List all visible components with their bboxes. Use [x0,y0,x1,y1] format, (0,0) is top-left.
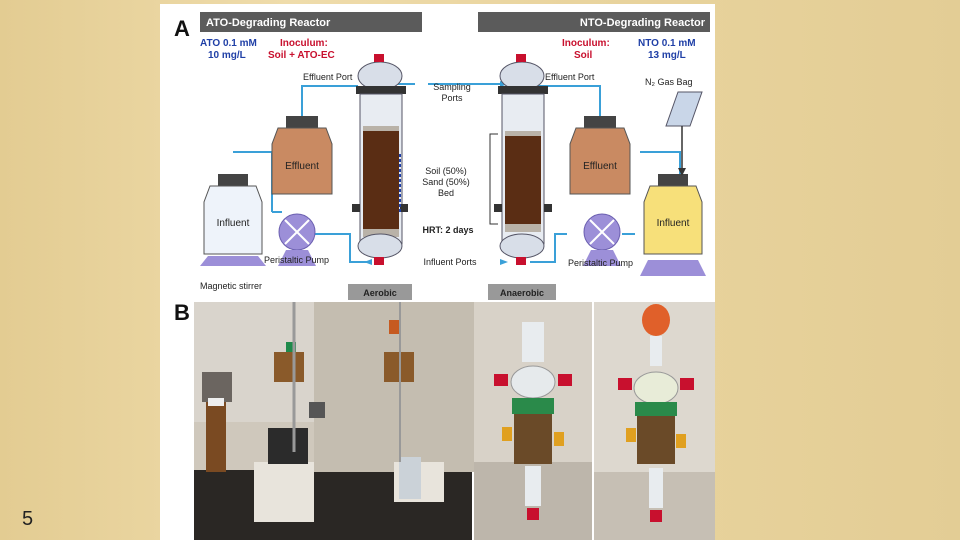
right-peristaltic-pump [583,213,621,266]
nto-conc-2: 13 mg/L [648,50,686,61]
right-influent-bottle [640,174,706,276]
right-influent-label: Influent [657,218,690,229]
right-effluent-bottle [569,116,631,195]
gas-bag-icon [665,91,703,127]
aerobic-bar [348,284,412,300]
left-effluent-label: Effluent [285,161,319,172]
anaerobic-bar [488,284,556,300]
aerobic-reactor-photo [474,302,592,540]
figure: ATO-Degrading Reactor NTO-Degrading Reac… [160,4,715,540]
sampling-ports-label-1: Sampling [433,82,471,92]
aerobic-label: Aerobic [363,288,397,298]
nto-conc-1: NTO 0.1 mM [638,38,696,49]
slide-number: 5 [22,508,34,530]
left-influent-label: Influent [217,218,250,229]
lab-setup-photo [194,302,474,540]
influent-ports-label: Influent Ports [423,257,477,267]
anaerobic-reactor-photo [594,302,715,540]
right-inoculum-2: Soil [574,50,593,61]
panel-a-letter: A [174,16,190,41]
panel-b-photos [194,302,715,540]
bed-label-2: Sand (50%) [422,177,470,187]
ato-conc-2: 10 mg/L [208,50,246,61]
anaerobic-label: Anaerobic [500,288,544,298]
gas-bag-label: N₂ Gas Bag [645,77,693,87]
left-header-bar [200,12,422,32]
ato-conc-1: ATO 0.1 mM [200,38,257,49]
right-inoculum-1: Inoculum: [562,38,610,49]
left-inoculum-1: Inoculum: [280,38,328,49]
bed-label-3: Bed [438,188,454,198]
bed-label-1: Soil (50%) [425,166,467,176]
left-influent-bottle [200,174,266,266]
panel-b-letter: B [174,300,190,325]
right-reactor-column [494,54,552,265]
left-pump-label: Peristaltic Pump [264,255,329,265]
hrt-label: HRT: 2 days [422,225,473,235]
right-effluent-label: Effluent [583,161,617,172]
left-inoculum-2: Soil + ATO-EC [268,50,335,61]
right-reactor-title: NTO-Degrading Reactor [580,17,706,29]
left-reactor-column [352,54,408,265]
left-effluent-bottle [271,116,333,195]
panel-a-schematic: ATO-Degrading Reactor NTO-Degrading Reac… [160,4,715,300]
magnetic-stirrer-label: Magnetic stirrer [200,281,262,291]
sampling-ports-label-2: Ports [441,93,463,103]
effluent-port-left-label: Effluent Port [303,72,353,82]
left-reactor-title: ATO-Degrading Reactor [206,17,331,29]
effluent-port-right-label: Effluent Port [545,72,595,82]
right-header-bar [478,12,710,32]
left-peristaltic-pump [278,213,316,266]
right-pump-label: Peristaltic Pump [568,258,633,268]
